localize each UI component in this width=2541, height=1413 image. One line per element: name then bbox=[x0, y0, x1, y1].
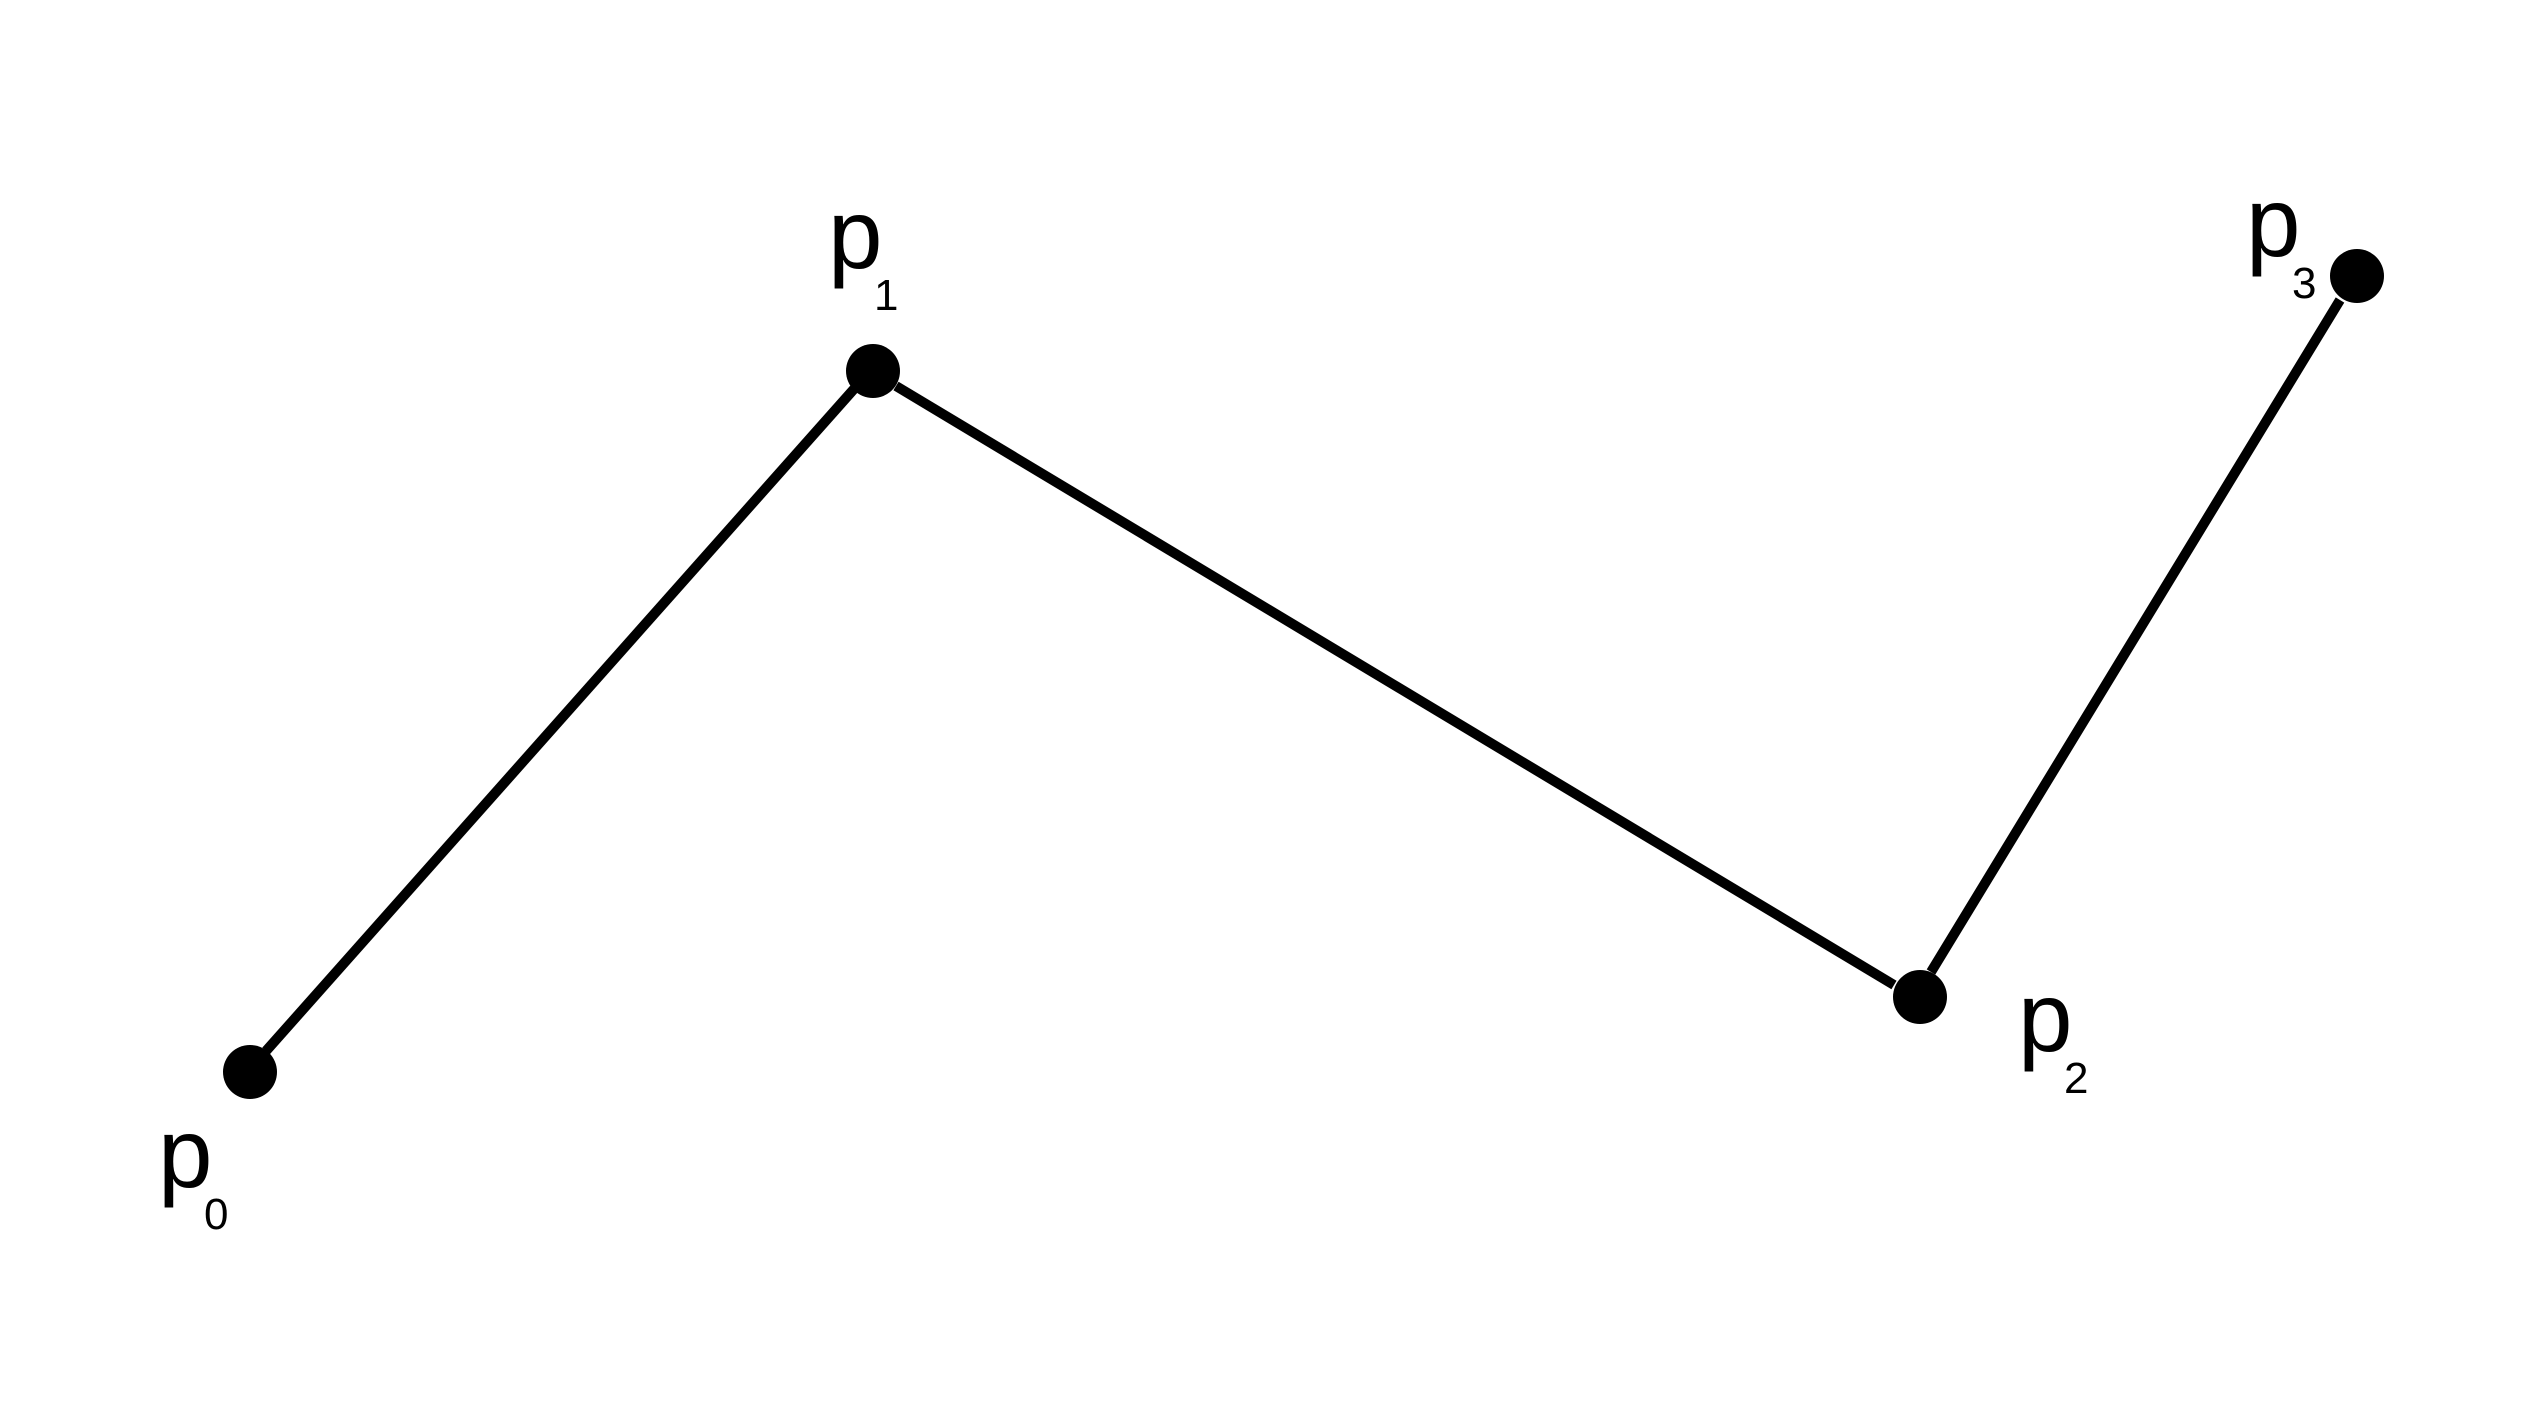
polygon-segments bbox=[262, 297, 2345, 1055]
label-p1-subscript: 1 bbox=[874, 271, 898, 320]
label-p2-subscript: 2 bbox=[2064, 1054, 2088, 1103]
label-p1-letter: p bbox=[828, 179, 883, 289]
point-p1 bbox=[846, 344, 900, 398]
control-points bbox=[223, 249, 2384, 1099]
point-p2 bbox=[1893, 970, 1947, 1024]
segment-p1-p2 bbox=[893, 381, 1897, 990]
label-p0-subscript: 0 bbox=[204, 1190, 228, 1239]
label-p3-letter: p bbox=[2246, 167, 2301, 277]
point-p0 bbox=[223, 1045, 277, 1099]
label-p0-letter: p bbox=[158, 1098, 213, 1208]
segment-p2-p3 bbox=[1926, 297, 2345, 975]
point-p3 bbox=[2330, 249, 2384, 303]
label-p1: p 1 bbox=[828, 179, 898, 320]
segment-p0-p1 bbox=[262, 385, 858, 1055]
point-labels: p 0 p 1 p 2 p 3 bbox=[158, 167, 2316, 1239]
label-p3-subscript: 3 bbox=[2292, 259, 2316, 308]
label-p0: p 0 bbox=[158, 1098, 228, 1239]
label-p2: p 2 bbox=[2018, 962, 2088, 1103]
label-p2-letter: p bbox=[2018, 962, 2073, 1072]
label-p3: p 3 bbox=[2246, 167, 2316, 308]
